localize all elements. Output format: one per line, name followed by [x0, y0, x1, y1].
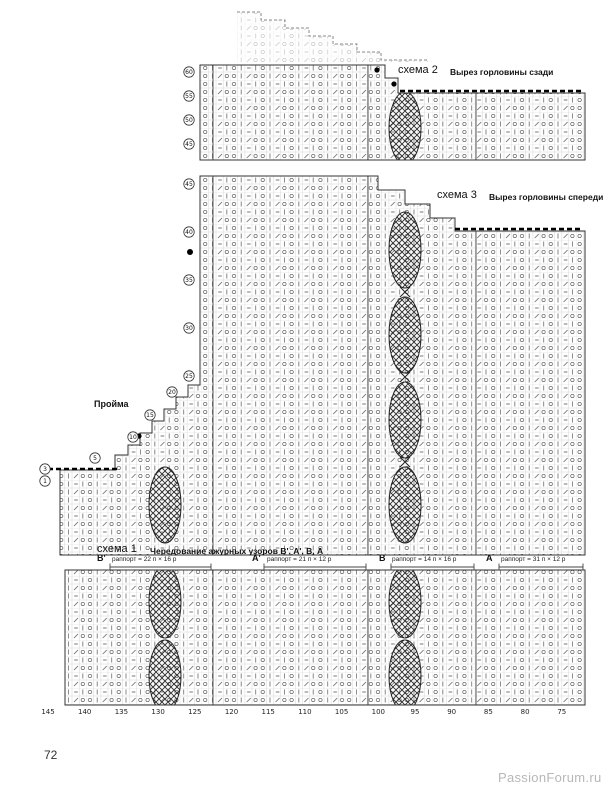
row-number-marker: 30	[183, 322, 195, 334]
scheme2-outline	[199, 64, 586, 161]
scheme1-title: схема 1	[97, 543, 137, 555]
cable-motif	[148, 639, 182, 705]
cable-motif	[388, 211, 422, 289]
row-number-marker: 20	[166, 386, 178, 398]
svg-text:5: 5	[93, 455, 97, 462]
svg-text:50: 50	[185, 117, 193, 124]
marker-dot	[187, 249, 193, 255]
svg-text:45: 45	[185, 141, 193, 148]
row-number-markers: 60 55 50 45 45 40 35 30 25 20 15 10 5 3 1	[39, 66, 195, 487]
axis-number: 145	[41, 708, 55, 716]
scheme1-subtitle: Чередование ажурных узоров В', А', В, А	[150, 546, 324, 556]
row-number-marker: 5	[89, 452, 101, 464]
cable-connector-x	[399, 286, 411, 468]
cable-motif	[388, 466, 422, 544]
svg-text:1: 1	[43, 478, 47, 485]
rapport-bracket	[390, 563, 475, 571]
axis-number: 90	[447, 708, 457, 716]
section-rapport: раппорт = 31 п × 12 р	[501, 556, 566, 563]
rapport-bracket	[498, 563, 584, 571]
section-rapport: раппорт = 22 п × 16 р	[112, 556, 177, 563]
axis-number: 85	[483, 708, 493, 716]
axis-number: 80	[520, 708, 530, 716]
svg-text:35: 35	[185, 277, 193, 284]
scheme3-chart	[48, 175, 586, 556]
section-rapport: раппорт = 21 п × 12 р	[267, 556, 332, 563]
axis-number: 95	[410, 708, 420, 716]
row-number-marker: 15	[144, 409, 156, 421]
row-number-marker: 55	[183, 90, 195, 102]
marker-dot	[374, 67, 380, 73]
scheme3-grid	[60, 176, 585, 555]
scheme2-chart	[199, 64, 586, 161]
cable-motif	[148, 570, 182, 639]
svg-text:60: 60	[185, 69, 193, 76]
shoulder-staircase	[237, 11, 428, 62]
row-number-marker: 3	[39, 463, 51, 475]
watermark: PassionForum.ru	[498, 770, 602, 785]
scheme3-section-dividers	[212, 176, 477, 555]
marker-dot	[391, 81, 397, 87]
svg-text:55: 55	[185, 93, 193, 100]
cable-motif	[388, 91, 422, 160]
rapport-bracket	[109, 563, 212, 571]
svg-text:10: 10	[129, 434, 137, 441]
svg-text:30: 30	[185, 325, 193, 332]
row-number-marker: 35	[183, 274, 195, 286]
row-number-marker: 1	[39, 475, 51, 487]
axis-number: 105	[334, 708, 349, 716]
section-label-b: В	[379, 553, 386, 563]
scheme2-title: схема 2	[398, 64, 438, 76]
section-rapport: раппорт = 14 п × 16 р	[392, 556, 457, 563]
svg-text:15: 15	[146, 412, 154, 419]
staircase-outline	[237, 11, 428, 61]
svg-text:20: 20	[168, 389, 176, 396]
row-number-marker: 40	[183, 226, 195, 238]
cable-motif	[388, 570, 422, 639]
axis-number: 140	[78, 708, 92, 716]
cable-motif	[388, 381, 422, 459]
row-number-marker: 45	[183, 138, 195, 150]
scheme1-chart	[64, 563, 586, 706]
axis-number: 115	[261, 708, 275, 716]
row-number-marker: 10	[127, 431, 139, 443]
axis-number: 135	[114, 708, 129, 716]
axis-number: 130	[151, 708, 165, 716]
cable-motif	[148, 466, 182, 544]
svg-text:45: 45	[185, 181, 193, 188]
armhole-label: Пройма	[94, 399, 129, 409]
row-number-marker: 25	[183, 370, 195, 382]
section-label-a1: А'	[252, 553, 261, 563]
axis-number: 100	[371, 708, 385, 716]
scheme3-outline	[59, 175, 586, 556]
svg-text:25: 25	[185, 373, 193, 380]
cable-motif	[388, 296, 422, 374]
svg-text:3: 3	[43, 466, 47, 473]
row-number-marker: 45	[183, 178, 195, 190]
scheme3-subtitle: Вырез горловины спереди	[489, 192, 604, 202]
row-number-marker: 60	[183, 66, 195, 78]
axis-number: 120	[224, 708, 239, 716]
row-number-marker: 50	[183, 114, 195, 126]
axis-number: 110	[298, 708, 312, 716]
scheme1-outline	[64, 569, 586, 706]
section-label-a: А	[486, 553, 493, 563]
scheme1-section-dividers	[212, 570, 477, 705]
scheme2-subtitle: Вырез горловины сзади	[450, 67, 554, 77]
axis-number: 75	[557, 708, 567, 716]
scheme3-title: схема 3	[437, 189, 477, 201]
axis-number: 125	[188, 708, 202, 716]
scheme1-grid	[65, 570, 585, 705]
section-label-b1: В'	[97, 553, 106, 563]
svg-text:40: 40	[185, 229, 193, 236]
rapport-bracket	[263, 563, 367, 571]
page-number: 72	[44, 748, 58, 762]
cable-motif	[388, 639, 422, 705]
